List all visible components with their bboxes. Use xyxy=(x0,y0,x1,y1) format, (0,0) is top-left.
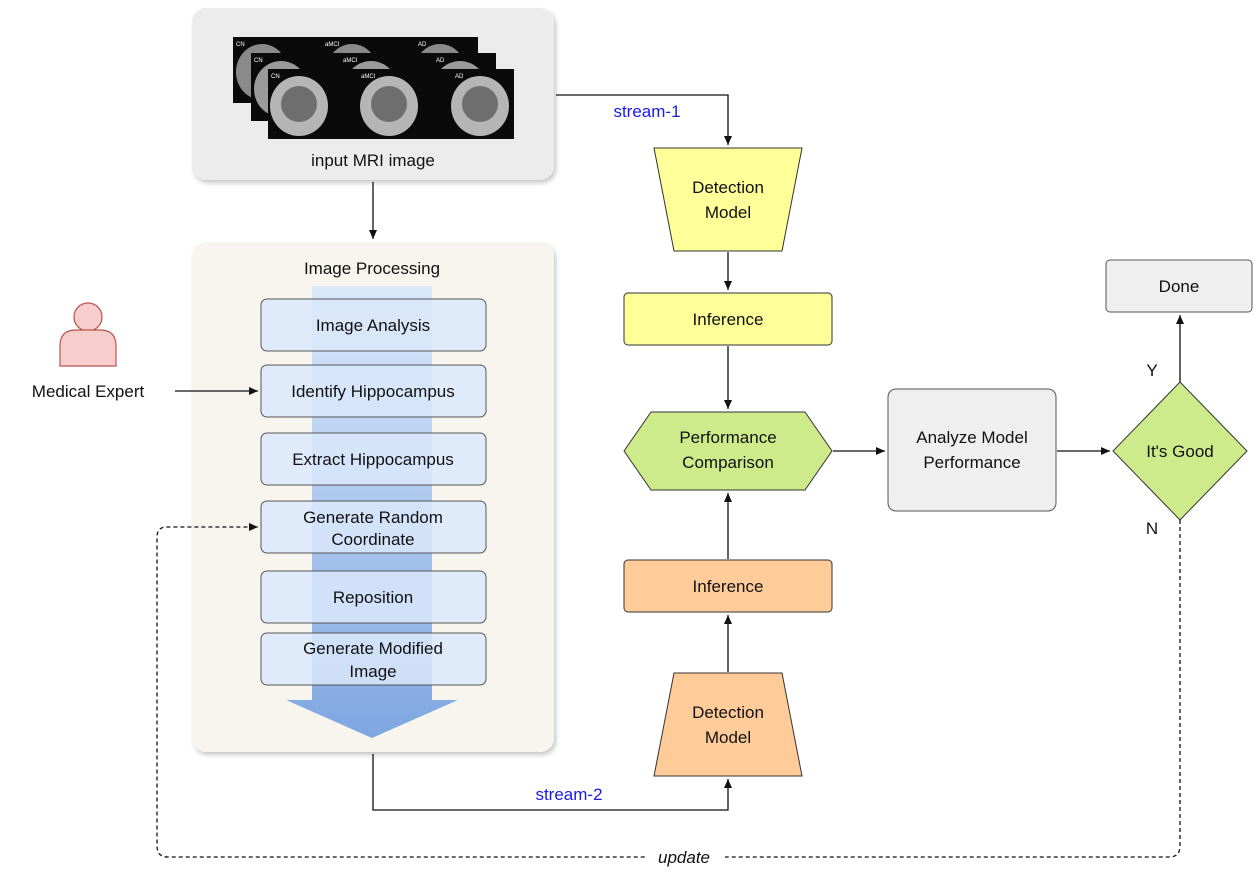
step-identify-hippocampus[interactable]: Identify Hippocampus xyxy=(260,364,487,418)
input-mri-panel: CN aMCI AD CN aMCI AD CN xyxy=(192,8,554,180)
analyze-label-line-1: Analyze Model xyxy=(916,428,1028,447)
slice-label-amci: aMCI xyxy=(361,74,376,80)
comparison-label-line-2: Comparison xyxy=(682,453,774,472)
input-mri-caption: input MRI image xyxy=(311,151,435,170)
edge-input-to-stream-1 xyxy=(556,94,732,145)
image-processing-title: Image Processing xyxy=(304,259,440,278)
decision-label: It's Good xyxy=(1146,442,1214,461)
step-label-line-2: Coordinate xyxy=(331,530,414,549)
edge-processing-to-stream-2 xyxy=(372,754,732,811)
step-label-line-1: Generate Random xyxy=(303,508,443,527)
decision-no-label: N xyxy=(1146,519,1158,538)
stream-1-label: stream-1 xyxy=(613,102,680,121)
detection-model-label-line-2: Model xyxy=(705,203,751,222)
comparison-label-line-1: Performance xyxy=(679,428,776,447)
step-label-line-1: Generate Modified xyxy=(303,639,443,658)
step-extract-hippocampus[interactable]: Extract Hippocampus xyxy=(260,432,487,486)
edge-update-feedback xyxy=(156,520,1181,858)
slice-label-ad: AD xyxy=(436,58,445,64)
step-label: Identify Hippocampus xyxy=(291,382,454,401)
inference-label: Inference xyxy=(693,310,764,329)
slice-label-cn: CN xyxy=(236,42,245,48)
done-label: Done xyxy=(1159,277,1200,296)
person-icon xyxy=(59,302,117,367)
inference-label: Inference xyxy=(693,577,764,596)
slice-label-amci: aMCI xyxy=(325,42,340,48)
decision-yes-label: Y xyxy=(1146,361,1157,380)
detection-model-label-line-1: Detection xyxy=(692,178,764,197)
inference-stream-1[interactable]: Inference xyxy=(623,292,833,346)
step-generate-modified-image[interactable]: Generate Modified Image xyxy=(260,632,487,686)
medical-expert: Medical Expert xyxy=(32,302,145,401)
detection-model-stream-2[interactable]: Detection Model xyxy=(653,672,803,777)
step-image-analysis[interactable]: Image Analysis xyxy=(260,298,487,352)
performance-comparison[interactable]: Performance Comparison xyxy=(623,411,833,491)
slice-label-ad: AD xyxy=(455,74,464,80)
slice-label-cn: CN xyxy=(254,58,263,64)
medical-expert-label: Medical Expert xyxy=(32,382,145,401)
update-label: update xyxy=(658,848,710,867)
step-label: Reposition xyxy=(333,588,413,607)
slice-label-cn: CN xyxy=(271,74,280,80)
stream-2-label: stream-2 xyxy=(535,785,602,804)
mri-image-stack: CN aMCI AD CN aMCI AD CN xyxy=(233,37,514,139)
step-label: Extract Hippocampus xyxy=(292,450,454,469)
slice-label-ad: AD xyxy=(418,42,427,48)
detection-model-stream-1[interactable]: Detection Model xyxy=(653,147,803,252)
detection-model-label-line-2: Model xyxy=(705,728,751,747)
detection-model-label-line-1: Detection xyxy=(692,703,764,722)
processing-steps: Image Analysis Identify Hippocampus Extr… xyxy=(260,298,487,686)
done-box[interactable]: Done xyxy=(1105,259,1253,313)
step-reposition[interactable]: Reposition xyxy=(260,570,487,624)
decision-its-good[interactable]: It's Good xyxy=(1112,381,1248,521)
inference-stream-2[interactable]: Inference xyxy=(623,559,833,613)
connectors xyxy=(156,94,1184,858)
update-label-background xyxy=(645,846,725,868)
slice-label-amci: aMCI xyxy=(343,58,358,64)
mri-slice-front: CN aMCI AD xyxy=(268,69,514,139)
step-generate-random-coordinate[interactable]: Generate Random Coordinate xyxy=(260,500,487,554)
step-label-line-2: Image xyxy=(349,662,396,681)
analyze-model-performance[interactable]: Analyze Model Performance xyxy=(887,388,1057,512)
step-label: Image Analysis xyxy=(316,316,430,335)
analyze-label-line-2: Performance xyxy=(923,453,1020,472)
